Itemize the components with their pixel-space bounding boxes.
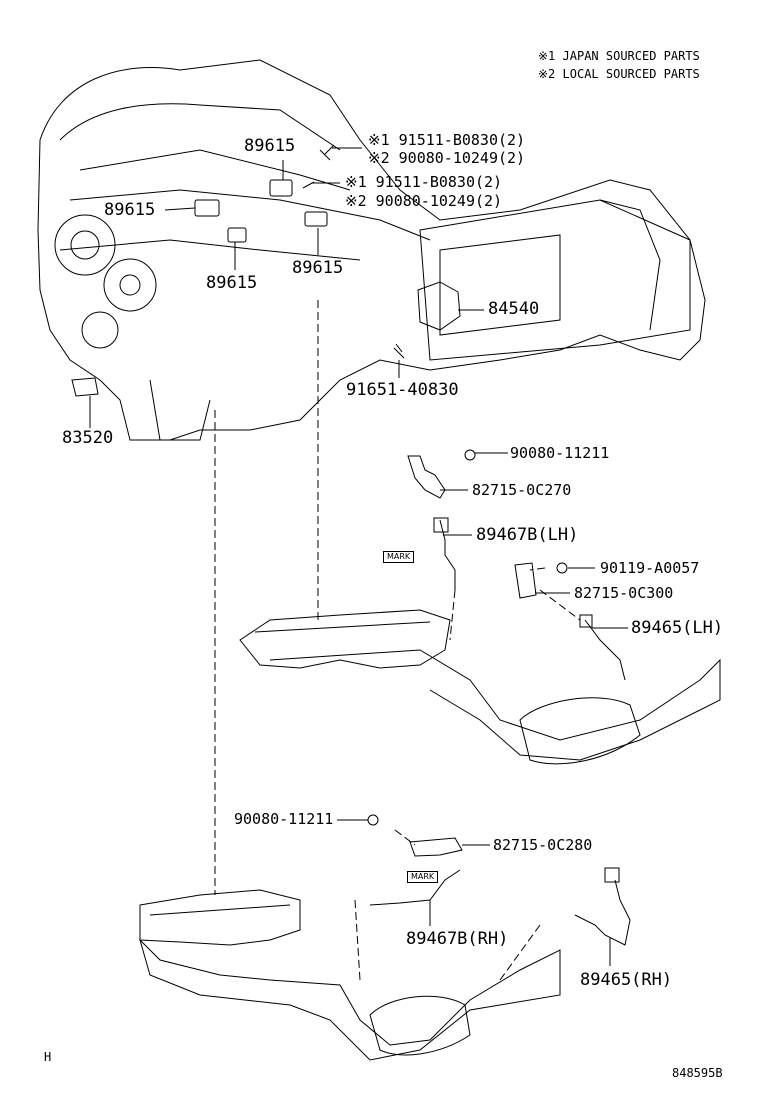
exhaust-manifold-rh [139, 889, 301, 946]
catalytic-converter-lh [519, 697, 641, 765]
part-label-91511-b0830-mid: ※1 91511-B0830(2) [345, 175, 502, 190]
bracket-82715-0c300 [514, 562, 537, 599]
sensor-89615-d [304, 211, 328, 227]
mark-tag-rh: MARK [407, 871, 439, 883]
catalytic-converter-rh [369, 995, 471, 1056]
part-label-84540: 84540 [488, 299, 540, 319]
exhaust-manifold-lh [239, 609, 451, 669]
part-label-82715-0c280: 82715-0C280 [493, 836, 593, 854]
part-label-89615-top: 89615 [244, 136, 296, 156]
sensor-89615-a [269, 179, 293, 197]
o2-sensor-89465-rh [574, 879, 631, 946]
part-number: 90080-10249(2) [398, 149, 526, 167]
switch-84540-drawing [417, 281, 461, 331]
legend-local-sourced: ※2 LOCAL SOURCED PARTS [538, 68, 700, 80]
legend-japan-sourced: ※1 JAPAN SOURCED PARTS [538, 50, 700, 62]
part-label-83520: 83520 [62, 428, 114, 448]
sender-83520-drawing [71, 377, 99, 397]
part-label-90080-11211-rh: 90080-11211 [234, 810, 334, 828]
legend-mark-2: ※2 [538, 67, 556, 81]
bracket-82715-0c270 [407, 455, 446, 499]
part-label-90080-10249-mid: ※2 90080-10249(2) [345, 194, 502, 209]
part-label-90080-11211-lh: 90080-11211 [510, 444, 610, 462]
legend-text-1: JAPAN SOURCED PARTS [562, 49, 700, 63]
part-label-89467b-lh: 89467B(LH) [476, 525, 579, 545]
part-number: 91511-B0830(2) [398, 131, 526, 149]
part-mark: ※1 [368, 131, 390, 149]
part-label-89615-right: 89615 [292, 258, 344, 278]
part-label-91511-b0830-top: ※1 91511-B0830(2) [368, 133, 525, 148]
mark-tag-lh: MARK [383, 551, 415, 563]
part-label-90119-a0057: 90119-A0057 [600, 559, 700, 577]
part-label-82715-0c270: 82715-0C270 [472, 481, 572, 499]
part-label-89467b-rh: 89467B(RH) [406, 929, 509, 949]
part-mark: ※1 [345, 173, 367, 191]
part-label-89615-bottom: 89615 [206, 273, 258, 293]
o2-sensor-89467b-lh [439, 519, 456, 590]
sensor-89615-b [194, 199, 220, 217]
bracket-82715-0c280 [409, 837, 463, 857]
sensor-89615-c [227, 227, 247, 243]
o2-sensor-89465-lh [584, 619, 626, 681]
part-label-89465-rh: 89465(RH) [580, 970, 673, 990]
footer-left-mark: H [44, 1050, 52, 1064]
part-number: 91511-B0830(2) [375, 173, 503, 191]
part-label-89615-left: 89615 [104, 200, 156, 220]
legend-mark-1: ※1 [538, 49, 556, 63]
figure-code: 848595B [672, 1066, 723, 1080]
part-mark: ※2 [345, 192, 367, 210]
part-mark: ※2 [368, 149, 390, 167]
part-label-91651-40830: 91651-40830 [346, 380, 459, 400]
part-label-90080-10249-top: ※2 90080-10249(2) [368, 151, 525, 166]
part-label-89465-lh: 89465(LH) [631, 618, 724, 638]
part-label-82715-0c300: 82715-0C300 [574, 584, 674, 602]
legend-text-2: LOCAL SOURCED PARTS [562, 67, 700, 81]
part-number: 90080-10249(2) [375, 192, 503, 210]
